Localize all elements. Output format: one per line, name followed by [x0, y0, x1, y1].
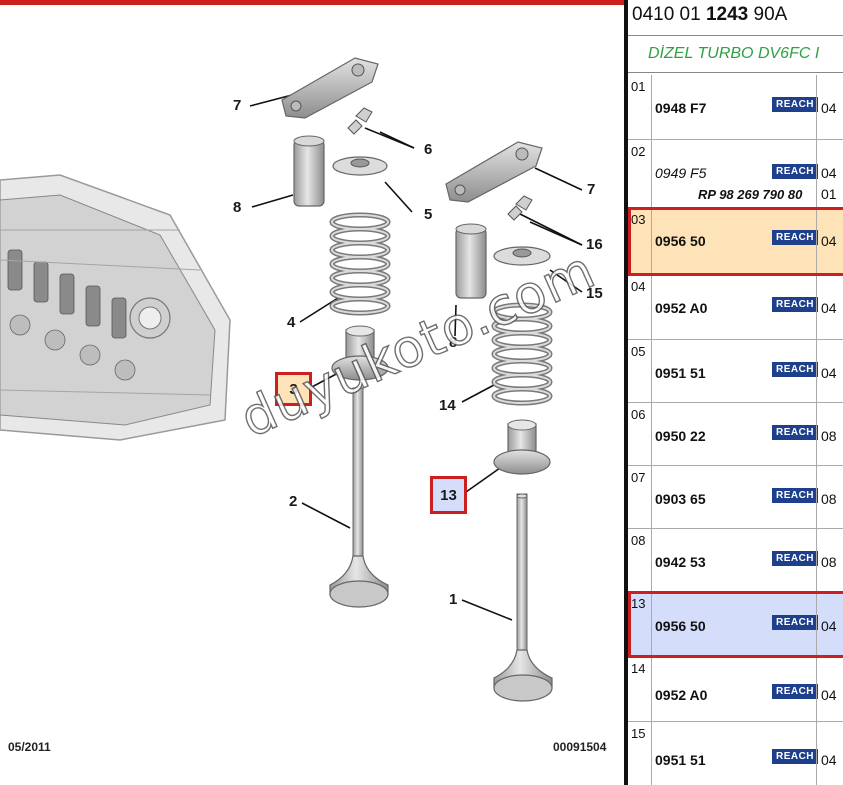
row-qty: 04	[821, 687, 837, 703]
table-row[interactable]: 02 0949 F5 REACH 04 RP 98 269 790 80 01	[628, 140, 843, 208]
table-row[interactable]: 05 0951 51 REACH 04	[628, 340, 843, 403]
top-red-bar	[0, 0, 624, 5]
row-qty: 04	[821, 365, 837, 381]
callout-3-highlighted[interactable]: 3	[275, 372, 312, 406]
diagram-drawing	[0, 57, 583, 702]
row-code: 0956 50	[655, 233, 706, 249]
row-qty: 08	[821, 491, 837, 507]
row-code: 0949 F5	[655, 165, 707, 181]
callout-7: 7	[233, 97, 242, 114]
table-row[interactable]: 07 0903 65 REACH 08	[628, 466, 843, 529]
row-qty-secondary: 01	[821, 186, 837, 202]
row-code: 0950 22	[655, 428, 706, 444]
callout-13-highlighted[interactable]: 13	[430, 476, 467, 514]
row-index: 01	[631, 79, 646, 94]
row-qty: 04	[821, 233, 837, 249]
row-code: 0948 F7	[655, 100, 707, 116]
table-row[interactable]: 08 0942 53 REACH 08	[628, 529, 843, 592]
part-number-header: 0410 01 1243 90A	[632, 4, 787, 26]
table-row[interactable]: 06 0950 22 REACH 08	[628, 403, 843, 466]
diagram-date: 05/2011	[8, 740, 51, 754]
parts-panel: 0410 01 1243 90A DİZEL TURBO DV6FC I 01 …	[624, 0, 843, 785]
part-number-suffix: 90A	[748, 4, 788, 25]
row-code: 0951 51	[655, 752, 706, 768]
reach-badge: REACH	[772, 297, 818, 312]
row-index: 14	[631, 661, 646, 676]
callout-2: 2	[289, 493, 298, 510]
row-qty: 04	[821, 165, 837, 181]
reach-badge: REACH	[772, 425, 818, 440]
reach-badge: REACH	[772, 362, 818, 377]
left-valve-stack	[281, 57, 391, 608]
row-index: 08	[631, 533, 646, 548]
row-code: 0903 65	[655, 491, 706, 507]
exploded-diagram: 7 6 8 5 4 3 7 16 15 8 14 13 2 1 duyukoto…	[0, 0, 624, 754]
table-row[interactable]: 04 0952 A0 REACH 04	[628, 275, 843, 340]
callout-4: 4	[287, 314, 296, 331]
table-row-highlighted[interactable]: 03 0956 50 REACH 04	[628, 208, 843, 275]
callout-14: 14	[439, 397, 456, 414]
row-index: 13	[631, 596, 646, 611]
callout-7-right: 7	[587, 181, 596, 198]
row-qty: 08	[821, 428, 837, 444]
callout-1: 1	[449, 591, 458, 608]
row-index: 04	[631, 279, 646, 294]
table-row-highlighted[interactable]: 13 0956 50 REACH 04	[628, 592, 843, 657]
diagram-reference: 00091504	[553, 740, 607, 754]
row-qty: 04	[821, 752, 837, 768]
part-number-bold: 1243	[705, 4, 749, 25]
table-row[interactable]: 14 0952 A0 REACH 04	[628, 657, 843, 722]
table-row[interactable]: 01 0948 F7 REACH 04	[628, 75, 843, 140]
row-qty: 04	[821, 618, 837, 634]
table-row[interactable]: 15 0951 51 REACH 04	[628, 722, 843, 785]
right-valve-stack	[445, 141, 553, 702]
reach-badge: REACH	[772, 230, 818, 245]
callout-15: 15	[586, 285, 603, 302]
row-index: 02	[631, 144, 646, 159]
row-code: 0952 A0	[655, 300, 708, 316]
row-qty: 08	[821, 554, 837, 570]
part-number-prefix: 0410 01	[632, 4, 706, 25]
reach-badge: REACH	[772, 164, 818, 179]
row-code: 0952 A0	[655, 687, 708, 703]
row-index: 07	[631, 470, 646, 485]
row-index: 15	[631, 726, 646, 741]
engine-label: DİZEL TURBO DV6FC I	[648, 45, 820, 62]
row-code: 0951 51	[655, 365, 706, 381]
reach-badge: REACH	[772, 684, 818, 699]
row-index: 06	[631, 407, 646, 422]
leader-lines	[249, 94, 583, 621]
row-qty: 04	[821, 100, 837, 116]
reach-badge: REACH	[772, 488, 818, 503]
row-index: 05	[631, 344, 646, 359]
callout-5: 5	[424, 206, 433, 223]
row-code: 0942 53	[655, 554, 706, 570]
cylinder-head	[0, 174, 231, 441]
callout-6: 6	[424, 141, 433, 158]
reach-badge: REACH	[772, 615, 818, 630]
engine-bar: DİZEL TURBO DV6FC I	[628, 35, 843, 73]
callout-8: 8	[233, 199, 242, 216]
row-rp-reference: RP 98 269 790 80	[698, 187, 803, 202]
reach-badge: REACH	[772, 97, 818, 112]
row-index: 03	[631, 212, 646, 227]
row-qty: 04	[821, 300, 837, 316]
reach-badge: REACH	[772, 749, 818, 764]
reach-badge: REACH	[772, 551, 818, 566]
callout-8-right: 8	[449, 334, 458, 351]
callout-16: 16	[586, 236, 603, 253]
row-code: 0956 50	[655, 618, 706, 634]
